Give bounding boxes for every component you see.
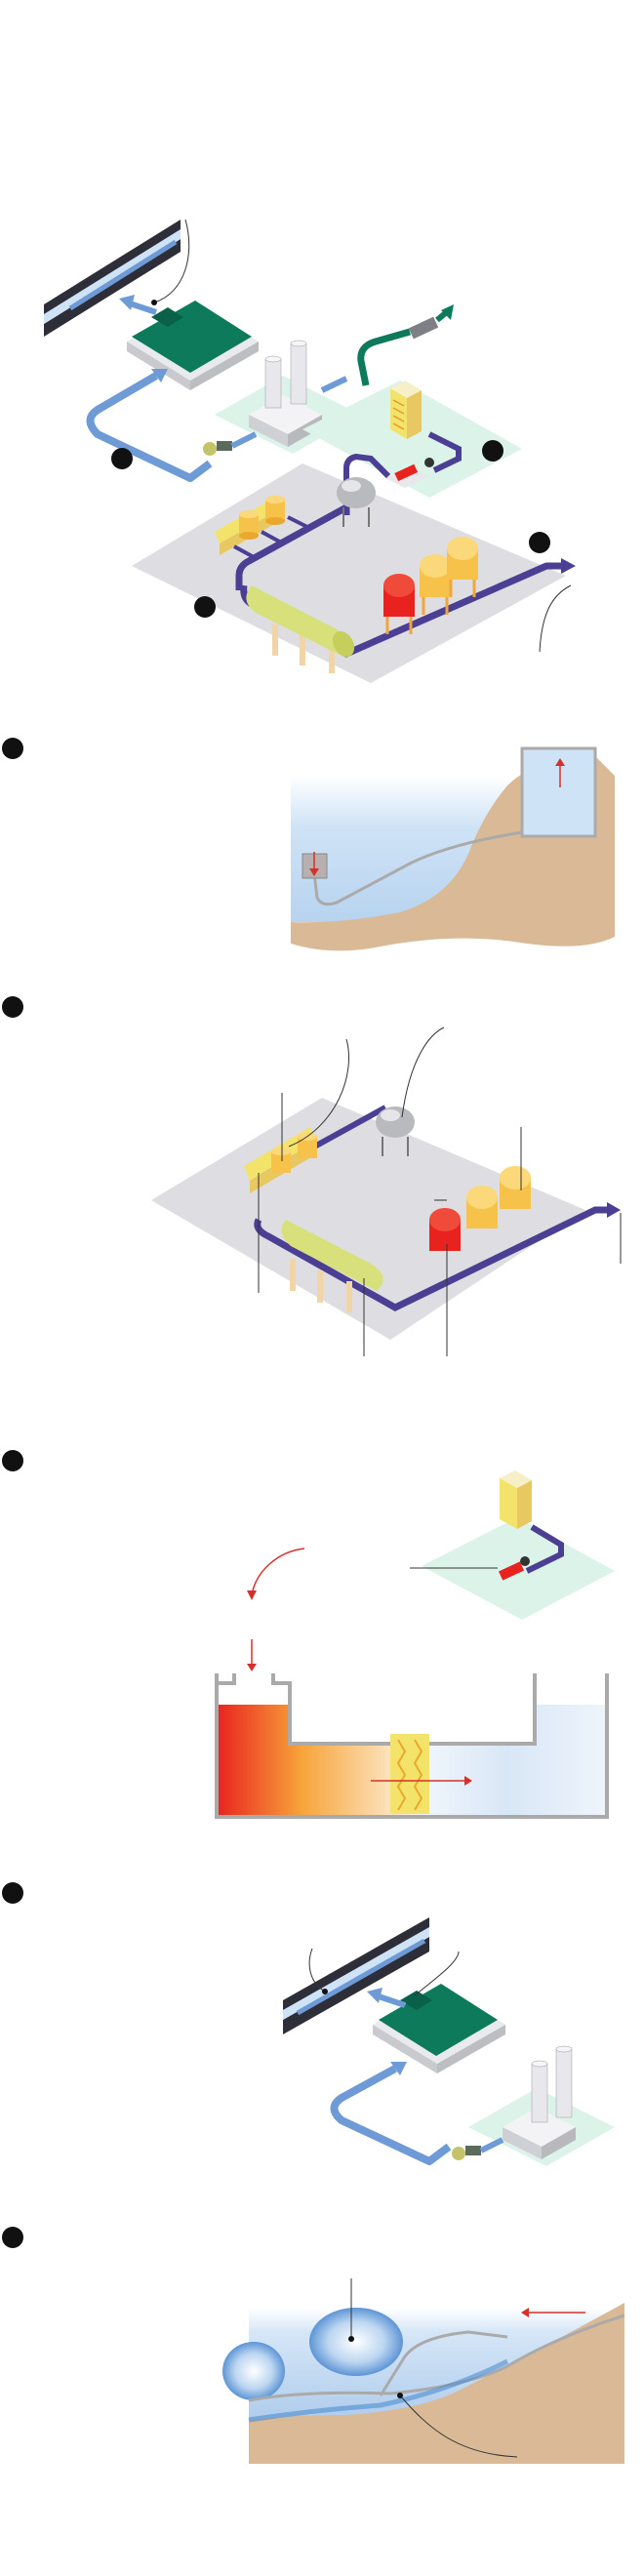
exhaust-arrow-icon	[441, 304, 454, 320]
filter-vessel	[281, 1220, 383, 1312]
intake-valve	[203, 441, 232, 456]
step-dot-4	[2, 1450, 23, 1471]
inflow-arrowhead	[521, 2308, 529, 2317]
exhaust-silencer	[408, 316, 439, 340]
step-dot-2	[2, 738, 23, 759]
intake-arrow-icon	[390, 2062, 407, 2075]
brine-plume-2	[222, 2342, 285, 2400]
ro-membrane-block	[500, 1470, 532, 1529]
step-dot-pretreatment	[194, 596, 216, 618]
seabed	[249, 2303, 624, 2464]
curved-arrow-icon	[251, 1548, 305, 1596]
dispersion-diagram	[2, 2227, 625, 2464]
callout-line	[153, 219, 190, 303]
pump-station	[249, 340, 322, 447]
intake-panel	[0, 717, 644, 971]
callout-line-2	[414, 1951, 460, 1996]
callout-line-out	[539, 584, 572, 653]
outflow-arrowhead	[119, 295, 135, 310]
permeate-arrowhead	[464, 1776, 472, 1786]
step-dot-intake	[111, 448, 133, 469]
callout-lines	[258, 1026, 622, 1356]
high-pressure-pump	[499, 1556, 530, 1581]
pretreatment-platform	[151, 1098, 585, 1340]
diffuser-branch	[379, 2330, 508, 2396]
intake-pipe	[330, 2065, 452, 2165]
callout-dot	[322, 1989, 328, 1994]
pretreatment-diagram	[2, 996, 622, 1356]
ro-panel	[0, 1439, 644, 1849]
down-arrowhead	[309, 868, 319, 876]
callout-dot	[151, 300, 157, 305]
curved-arrowhead	[247, 1590, 257, 1600]
pump-station	[503, 2045, 576, 2159]
discharge-basin	[373, 1984, 505, 2073]
feed-pipe	[479, 2137, 504, 2153]
step-dot-output	[529, 532, 550, 553]
step-dot-6	[2, 2227, 23, 2248]
intake-arrow-icon	[151, 369, 168, 382]
ro-membrane-block	[390, 381, 422, 439]
overview-diagram	[44, 219, 576, 683]
ro-feed-pipe	[427, 431, 462, 473]
brine-plume-1	[309, 2308, 403, 2376]
up-arrowhead	[555, 758, 565, 766]
storage-tank	[376, 1107, 415, 1156]
down-arrowhead	[247, 1664, 257, 1671]
feed-pipe	[230, 431, 258, 449]
chemical-tanks	[429, 1166, 531, 1251]
exhaust-pipe	[357, 328, 411, 386]
tank-gold-1	[420, 554, 451, 615]
step-dot-5	[2, 1882, 23, 1904]
intake-basin	[520, 746, 597, 838]
high-pressure-pump	[385, 458, 434, 488]
process-pipe-riser	[343, 453, 391, 505]
storage-tank	[337, 477, 376, 527]
discharge-panel	[0, 1869, 644, 2200]
dense-brine-layer	[248, 2358, 509, 2423]
feed-pipe-2	[320, 376, 348, 393]
callout-line	[308, 1948, 326, 1992]
outfall-pipe-ocean	[44, 220, 181, 337]
ro-feed-pipe	[525, 1524, 564, 1574]
dispersion-panel	[0, 2220, 644, 2474]
step-dot-ro	[482, 440, 503, 462]
membrane-rack	[244, 1127, 317, 1193]
intake-diagram	[2, 738, 615, 951]
callout-line-2	[399, 2395, 518, 2458]
discharge-basin	[127, 301, 259, 390]
membrane-rack	[215, 496, 308, 560]
tank-red	[383, 574, 415, 634]
filter-vessel	[246, 585, 355, 673]
ro-diagram	[2, 1450, 615, 1819]
step-dot-3	[2, 996, 23, 1018]
tank-gold-2	[447, 537, 478, 597]
process-pipe	[254, 1206, 607, 1311]
intake-pipe	[86, 372, 213, 482]
overview-panel	[0, 0, 644, 703]
outflow-arrowhead	[367, 1988, 382, 2003]
chemical-tanks	[383, 537, 478, 634]
callout-dot-2	[397, 2393, 403, 2398]
outflow-arrow-icon	[375, 1992, 406, 2008]
pretreatment-panel	[0, 981, 644, 1400]
intake-pipe	[312, 830, 523, 906]
callout-dot	[348, 2336, 354, 2342]
ro-pad	[302, 381, 522, 498]
ro-vessel-outline	[215, 1673, 609, 1819]
flow-arrow-icon	[561, 558, 576, 574]
ro-membrane	[390, 1734, 429, 1814]
discharge-diagram	[2, 1882, 615, 2166]
intake-valve	[452, 2146, 481, 2160]
flow-arrow-icon	[607, 1202, 621, 1218]
ro-vessel-walls	[217, 1673, 537, 1746]
